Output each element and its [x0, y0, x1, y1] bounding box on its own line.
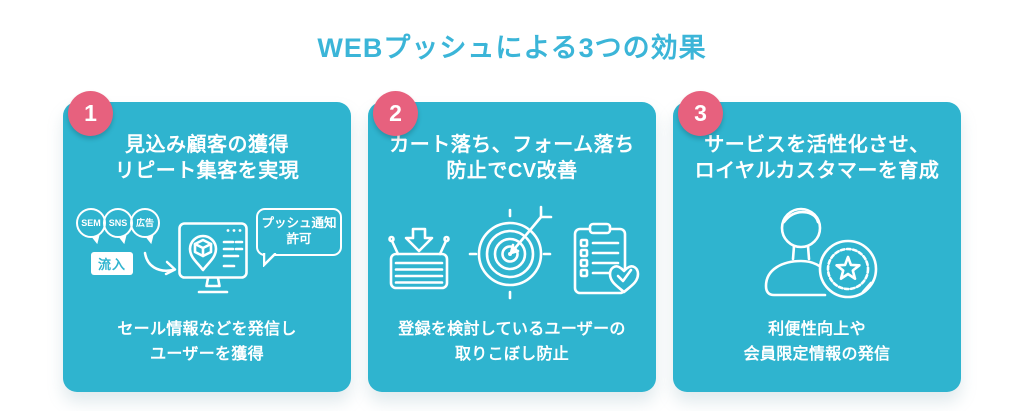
card-3-number-badge: 3 — [678, 91, 723, 136]
card-1-illustration: SEM SNS 広告 流入 — [63, 185, 351, 319]
card-3-heading: サービスを活性化させ、 ロイヤルカスタマーを育成 — [673, 132, 961, 185]
card-1-desc-line2: ユーザーを獲得 — [150, 346, 264, 364]
card-2-number-badge: 2 — [373, 91, 418, 136]
card-1-description: セール情報などを発信し ユーザーを獲得 — [63, 318, 351, 368]
push-permission-bubble: プッシュ通知 許可 — [256, 207, 342, 268]
card-3-desc-line2: 会員限定情報の発信 — [743, 346, 891, 364]
card-2-desc-line2: 取りこぼし防止 — [454, 346, 570, 364]
inflow-label: 流入 — [91, 251, 134, 275]
card-2-desc-line1: 登録を検討しているユーザーの — [398, 321, 626, 339]
sns-bubble-icon: SNS — [103, 207, 133, 238]
card-2-heading-line2: 防止でCV改善 — [446, 160, 578, 183]
card-3-description: 利便性向上や 会員限定情報の発信 — [673, 318, 961, 368]
card-3-desc-line1: 利便性向上や — [768, 321, 866, 339]
card-2-heading-line1: カート落ち、フォーム落ち — [389, 134, 635, 156]
card-1-number-badge: 1 — [68, 91, 113, 136]
effect-card-3: 3 サービスを活性化させ、 ロイヤルカスタマーを育成 利便性向上や — [673, 91, 961, 392]
card-3-illustration — [673, 185, 961, 319]
card-1-heading-line1: 見込み顧客の獲得 — [125, 134, 289, 156]
loyal-customer-badge-icon — [764, 207, 878, 298]
card-2-description: 登録を検討しているユーザーの 取りこぼし防止 — [368, 318, 656, 368]
cart-basket-icon — [388, 227, 450, 289]
push-permission-line2: 許可 — [286, 232, 312, 247]
acquisition-illustration: SEM SNS 広告 流入 — [70, 200, 344, 304]
website-monitor-icon — [178, 221, 248, 293]
speech-bubble-tail — [263, 253, 277, 268]
sem-bubble-icon: SEM — [76, 207, 106, 238]
page-title: WEBプッシュによる3つの効果 — [317, 33, 707, 63]
effects-cards-row: 1 見込み顧客の獲得 リピート集客を実現 SEM SNS 広告 流入 — [0, 91, 1024, 392]
card-1-heading-line2: リピート集客を実現 — [114, 160, 300, 183]
checklist-heart-icon — [573, 222, 640, 294]
curved-arrow-icon — [143, 251, 177, 275]
effect-card-2: 2 カート落ち、フォーム落ち 防止でCV改善 — [368, 91, 656, 392]
card-1-desc-line1: セール情報などを発信し — [117, 321, 297, 339]
card-2-heading: カート落ち、フォーム落ち 防止でCV改善 — [368, 132, 656, 185]
card-1-heading: 見込み顧客の獲得 リピート集客を実現 — [63, 132, 351, 185]
push-permission-line1: プッシュ通知 — [261, 215, 337, 230]
card-3-heading-line1: サービスを活性化させ、 — [704, 134, 930, 156]
card-2-illustration — [368, 185, 656, 319]
cv-illustration — [382, 202, 642, 302]
target-dart-icon — [468, 205, 553, 299]
traffic-source-bubbles: SEM SNS 広告 — [76, 207, 160, 238]
card-3-heading-line2: ロイヤルカスタマーを育成 — [694, 160, 940, 183]
ad-bubble-icon: 広告 — [130, 207, 160, 238]
effect-card-1: 1 見込み顧客の獲得 リピート集客を実現 SEM SNS 広告 流入 — [63, 91, 351, 392]
